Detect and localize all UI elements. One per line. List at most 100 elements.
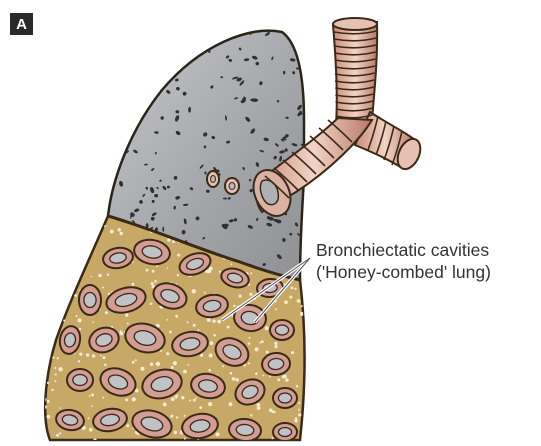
tissue-dot: [233, 305, 235, 307]
tissue-dot: [72, 277, 75, 280]
tissue-dot: [59, 432, 61, 434]
tissue-dot: [230, 372, 233, 375]
lung-speckle: [138, 66, 140, 69]
tissue-dot: [272, 437, 274, 439]
tissue-dot: [219, 271, 221, 273]
tissue-dot: [277, 378, 280, 381]
tissue-dot: [150, 363, 153, 366]
tissue-dot: [61, 281, 65, 285]
tissue-dot: [120, 232, 123, 235]
tissue-dot: [172, 240, 175, 243]
tissue-dot: [44, 313, 46, 315]
tissue-dot: [132, 361, 135, 364]
tissue-dot: [45, 306, 48, 309]
tissue-dot: [56, 221, 58, 223]
lung-speckle: [300, 55, 305, 59]
tissue-dot: [209, 353, 213, 357]
tissue-dot: [285, 442, 287, 444]
tissue-dot: [48, 323, 51, 326]
lung-speckle: [133, 112, 136, 115]
tissue-dot: [62, 250, 65, 253]
tissue-dot: [269, 408, 273, 412]
tissue-dot: [92, 354, 95, 357]
tissue-dot: [59, 407, 61, 409]
lung-speckle: [124, 32, 129, 37]
lung-speckle: [125, 132, 129, 135]
tissue-dot: [188, 364, 190, 366]
tissue-dot: [284, 300, 288, 304]
tissue-dot: [39, 216, 43, 220]
tissue-dot: [207, 269, 211, 273]
tissue-dot: [306, 339, 308, 341]
tissue-dot: [296, 385, 298, 387]
tissue-dot: [55, 373, 57, 375]
tissue-dot: [207, 441, 211, 445]
tissue-dot: [210, 341, 214, 345]
tissue-dot: [220, 441, 223, 444]
tissue-dot: [174, 431, 177, 434]
lung-speckle: [204, 42, 208, 45]
lung-speckle: [161, 27, 166, 33]
tissue-dot: [263, 375, 265, 377]
panel-label-badge: A: [10, 13, 33, 35]
tissue-dot: [91, 393, 94, 396]
tissue-dot: [207, 318, 211, 322]
lung-speckle: [162, 227, 164, 232]
tissue-dot: [62, 294, 64, 296]
tissue-dot: [189, 400, 191, 402]
tissue-dot: [289, 296, 292, 299]
bronchiectatic-cavity: [79, 285, 101, 315]
tissue-dot: [79, 328, 81, 330]
lung-speckle: [103, 150, 108, 155]
tissue-dot: [91, 276, 93, 278]
tissue-dot: [255, 347, 259, 351]
lung-speckle: [118, 42, 125, 48]
tissue-dot: [249, 337, 251, 339]
tissue-dot: [67, 243, 71, 247]
tissue-dot: [89, 428, 93, 432]
tissue-dot: [274, 342, 277, 345]
tissue-dot: [131, 283, 134, 286]
tissue-dot: [43, 303, 47, 307]
lung-speckle: [115, 93, 118, 98]
tissue-dot: [229, 402, 233, 406]
lung-speckle: [192, 46, 198, 53]
lung-speckle: [106, 164, 113, 170]
tissue-dot: [91, 405, 93, 407]
tissue-dot: [55, 318, 57, 320]
tissue-dot: [58, 367, 62, 371]
lung-speckle: [139, 41, 146, 45]
lung-speckle: [304, 30, 307, 33]
tissue-dot: [102, 287, 104, 289]
tissue-dot: [232, 377, 236, 381]
lung-speckle: [163, 68, 166, 72]
tissue-dot: [259, 342, 261, 344]
lung-speckle: [132, 90, 137, 94]
tissue-dot: [38, 255, 42, 259]
tissue-dot: [51, 389, 53, 391]
tissue-dot: [193, 399, 196, 402]
tissue-dot: [248, 362, 250, 364]
tissue-dot: [47, 400, 50, 403]
tissue-dot: [110, 230, 114, 234]
tissue-dot: [231, 263, 233, 265]
tissue-dot: [305, 399, 308, 402]
tissue-dot: [193, 324, 196, 327]
tissue-dot: [187, 321, 189, 323]
tissue-dot: [302, 254, 306, 258]
tissue-dot: [127, 323, 129, 325]
lung-speckle: [216, 34, 220, 38]
lung-speckle: [129, 73, 135, 80]
tissue-dot: [213, 334, 216, 337]
tissue-dot: [104, 225, 106, 227]
lung-speckle: [139, 77, 143, 81]
lung-speckle: [121, 40, 126, 45]
lung-speckle: [172, 55, 178, 58]
tissue-dot: [83, 240, 86, 243]
tissue-dot: [40, 387, 44, 391]
lung-speckle: [120, 46, 123, 49]
tissue-dot: [64, 259, 68, 263]
tissue-dot: [100, 355, 102, 357]
tissue-dot: [167, 319, 169, 321]
